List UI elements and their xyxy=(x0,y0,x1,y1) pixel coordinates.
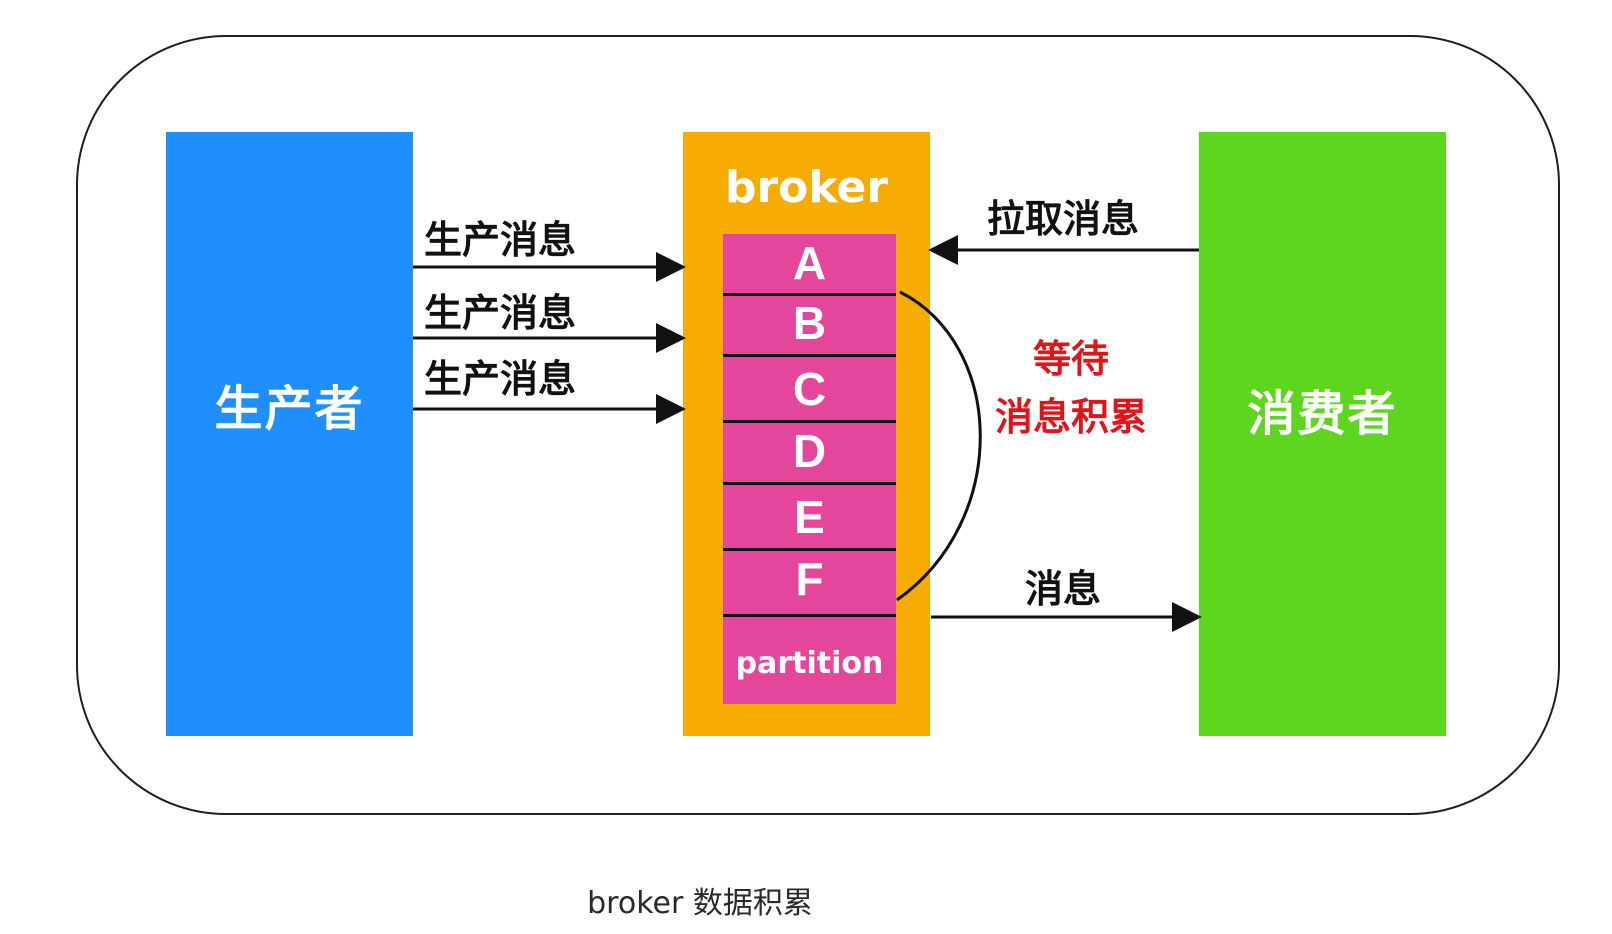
slot-divider xyxy=(723,293,896,296)
consumer-block: 消费者 xyxy=(1199,132,1446,736)
message-slot-e: E xyxy=(794,491,825,543)
produce-label-3: 生产消息 xyxy=(424,357,577,401)
slot-divider xyxy=(723,354,896,357)
wait-annotation-line1: 等待 xyxy=(1033,337,1110,381)
message-slot-a: A xyxy=(792,237,827,289)
figure-caption: broker 数据积累 xyxy=(587,886,813,921)
consumer-label: 消费者 xyxy=(1247,386,1398,442)
wait-annotation-line2: 消息积累 xyxy=(995,395,1148,439)
accumulation-curve xyxy=(896,290,982,602)
slot-divider xyxy=(723,482,896,485)
slot-divider xyxy=(723,614,896,617)
slot-divider xyxy=(723,548,896,551)
producer-label: 生产者 xyxy=(214,381,365,437)
message-slot-f: F xyxy=(795,553,824,605)
diagram-frame xyxy=(76,35,1560,815)
slot-divider xyxy=(723,420,896,423)
message-slot-d: D xyxy=(792,425,827,477)
broker-title: broker xyxy=(724,162,889,213)
producer-block: 生产者 xyxy=(166,132,413,736)
produce-label-2: 生产消息 xyxy=(424,291,577,335)
wait-annotation: 等待 消息积累 xyxy=(995,330,1147,446)
partition-label: partition xyxy=(735,646,884,681)
partition-block: A B C D E F partition xyxy=(723,234,896,704)
deliver-label: 消息 xyxy=(1025,567,1102,611)
broker-block: broker A B C D E F partition xyxy=(683,132,930,736)
message-slot-c: C xyxy=(792,363,827,415)
message-slot-b: B xyxy=(792,297,827,349)
pull-label: 拉取消息 xyxy=(987,197,1140,241)
produce-label-1: 生产消息 xyxy=(424,218,577,262)
